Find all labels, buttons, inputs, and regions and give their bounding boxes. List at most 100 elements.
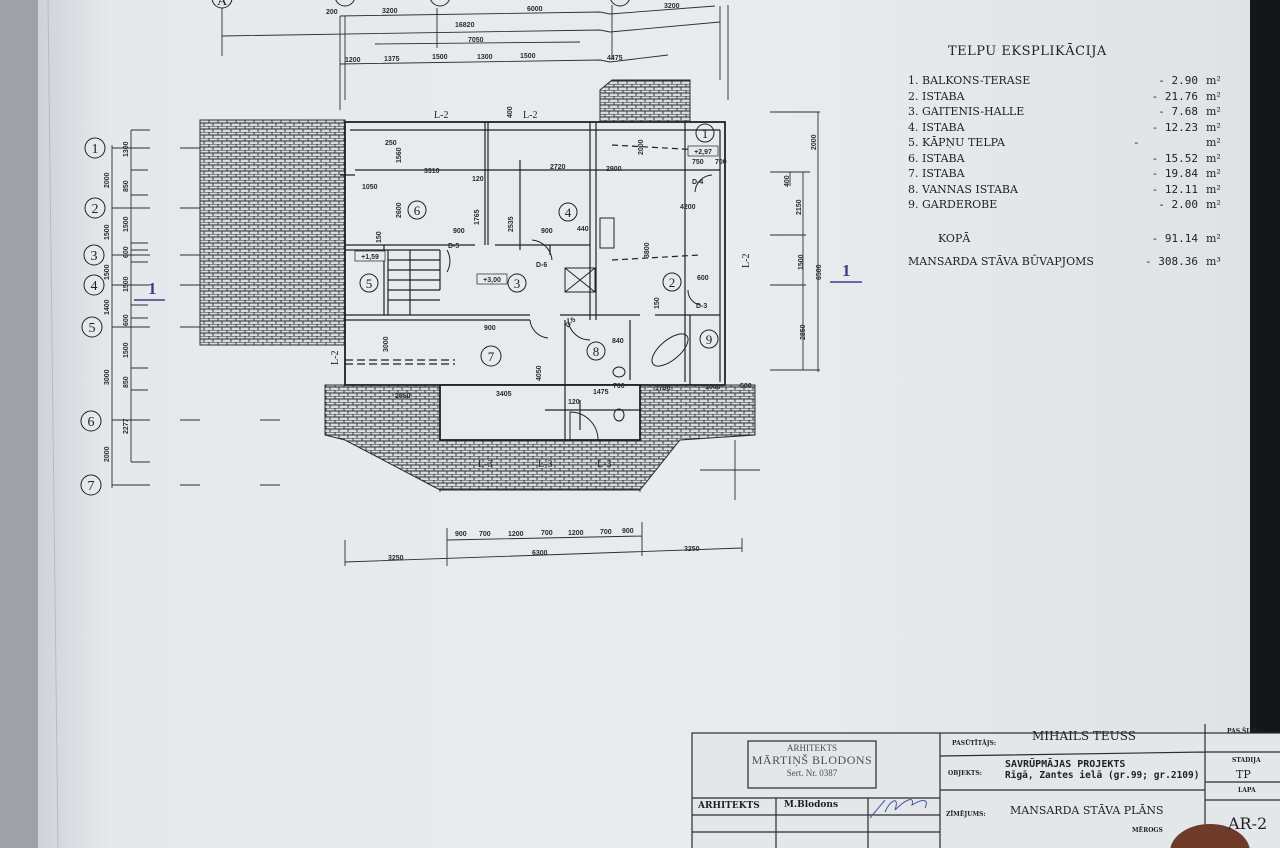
plan-label: 1200 [345, 57, 361, 64]
architect-stamp: ARHITEKTS MĀRTIŅŠ BLODONS Sert. Nr. 0387 [751, 743, 873, 778]
axis-marker: 7 [80, 474, 102, 496]
plan-label: 1 [148, 279, 157, 298]
plan-label: 700 [600, 529, 612, 536]
plan-label: 2850 [800, 324, 807, 340]
plan-label: L-3 [597, 459, 611, 470]
plan-label: 1300 [123, 141, 130, 157]
grid-axis-markers: 1 2 3 4 5 6 7 A [80, 0, 630, 496]
plan-label: 200 [326, 9, 338, 16]
plan-label: 3000 [104, 369, 111, 385]
plan-label: D-4 [692, 179, 703, 186]
axis-marker: 1 [84, 137, 106, 159]
shower-icon [569, 411, 599, 441]
plan-label: 1560 [396, 147, 403, 163]
plan-label: 6 [414, 203, 421, 218]
plan-label: L-2 [523, 110, 537, 121]
plan-label: 400 [784, 175, 791, 187]
plan-label: 1475 [593, 389, 609, 396]
plan-label: 3250 [388, 555, 404, 562]
room-marker: 9 [699, 329, 719, 349]
plan-label: 840 [612, 338, 624, 345]
plan-label: 700 [541, 530, 553, 537]
plan-label: D-3 [696, 303, 707, 310]
plan-label: 900 [622, 528, 634, 535]
object-label: OBJEKTS: [948, 770, 982, 777]
balcony-railing [599, 79, 691, 123]
room-marker: 2 [662, 272, 682, 292]
section-mark-left: 1 [134, 279, 165, 301]
sink-icon [612, 366, 626, 378]
plan-label: 7 [488, 349, 495, 364]
axis-marker: 2 [84, 197, 106, 219]
plan-label: 1500 [123, 342, 130, 358]
plan-label: 2150 [796, 199, 803, 215]
plan-label: 850 [123, 376, 130, 388]
plan-label: 7050 [468, 37, 484, 44]
plan-label: 900 [484, 325, 496, 332]
room-markers: 1 2 3 4 5 6 7 8 9 [359, 123, 719, 367]
chimney-icon [599, 217, 615, 249]
roof-hatch-left [199, 119, 346, 346]
role-label: ARHITEKTS [698, 801, 760, 811]
walls [344, 121, 726, 441]
title-block-frame [691, 724, 1280, 848]
room-marker: 4 [558, 202, 578, 222]
dimension-labels: 200 3200 6000 3200 16820 7050 1200 1375 … [104, 3, 823, 562]
plan-label: 3405 [496, 391, 512, 398]
plan-label: 250 [385, 140, 397, 147]
plan-label: 1 [92, 142, 99, 157]
plan-label: A [217, 0, 228, 9]
plan-label: 2000 [638, 139, 645, 155]
plan-label: +1,59 [361, 254, 379, 261]
plan-label: 1500 [123, 276, 130, 292]
room-explication-table: TELPU EKSPLIKĀCIJA 1. BALKONS-TERASE- 2.… [908, 44, 1238, 270]
plan-label: 2000 [104, 446, 111, 462]
plan-label: 4475 [607, 55, 623, 62]
axis-marker: 3 [83, 244, 105, 266]
plan-label: 1375 [384, 56, 400, 63]
drawing-title: MANSARDA STĀVA PLĀNS [1010, 804, 1164, 817]
table-row: 5. KĀPŅU TELPA-m² [908, 136, 1221, 149]
bathtub-icon [651, 333, 689, 367]
plan-label: 750 [692, 159, 704, 166]
drawing-label: ZĪMĒJUMS: [946, 811, 986, 818]
stage-label: STADIJA [1232, 757, 1261, 764]
plan-label: 7 [88, 479, 95, 494]
plan-label: 440 [577, 226, 589, 233]
toilet-icon [613, 408, 625, 422]
plan-label: 3250 [684, 546, 700, 553]
plan-label: 4200 [680, 204, 696, 211]
plan-label: L-2 [330, 351, 341, 365]
interior-walls [340, 122, 721, 440]
plan-label: 1050 [362, 184, 378, 191]
object-title: SAVRŪPMĀJAS PROJEKTS [1005, 759, 1126, 770]
plan-label: L-2 [741, 254, 752, 268]
plan-label: 2 [669, 275, 676, 290]
room-marker: 5 [359, 273, 379, 293]
plan-label: 2900 [606, 166, 622, 173]
plan-label: 700 [715, 159, 727, 166]
plan-label: 1000 [705, 384, 721, 391]
plan-label: 2000 [104, 172, 111, 188]
plan-label: 150 [376, 231, 383, 243]
plan-label: 8 [593, 344, 600, 359]
plan-label: +3,00 [483, 277, 501, 284]
plan-label: 2720 [550, 164, 566, 171]
plan-label: 700 [479, 531, 491, 538]
plan-label: 1200 [568, 530, 584, 537]
fixtures [446, 174, 713, 441]
plan-label: 2277 [123, 418, 130, 434]
room-marker: 6 [407, 200, 427, 220]
plan-label: 150 [654, 297, 661, 309]
plan-label: 3200 [382, 8, 398, 15]
plan-label: 900 [453, 228, 465, 235]
